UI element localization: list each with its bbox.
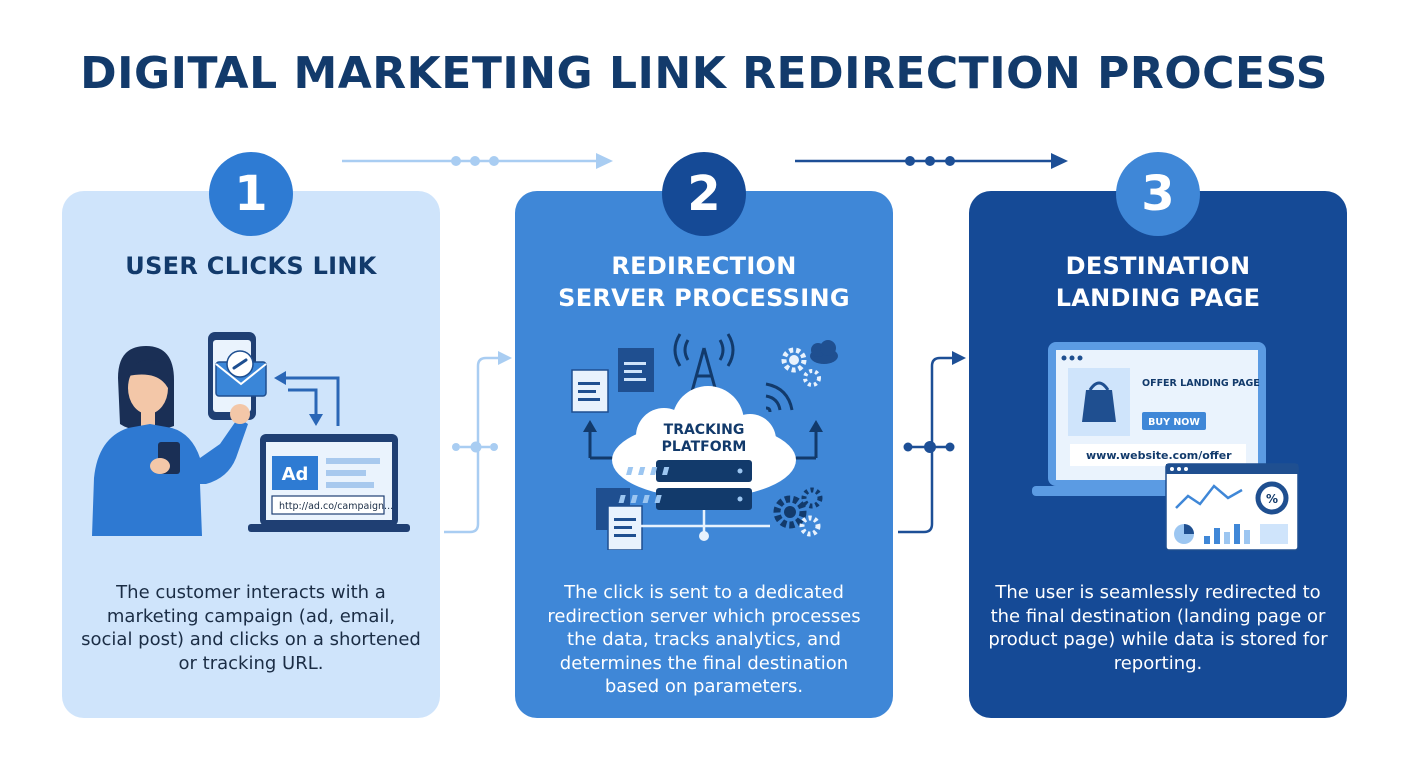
user-clicks-link-illustration: Ad http://ad.co/campaign...	[92, 332, 410, 536]
gear-icon	[781, 347, 821, 387]
document-icon	[596, 488, 643, 550]
redirection-server-illustration: TRACKING PLATFORM	[571, 333, 838, 550]
ad-label: Ad	[282, 464, 309, 485]
analytics-dashboard-icon: %	[1165, 463, 1299, 551]
page-title: DIGITAL MARKETING LINK REDIRECTION PROCE…	[80, 48, 1328, 99]
email-link-icon	[215, 350, 267, 397]
step-description-3: The user is seamlessly redirected to the…	[988, 582, 1328, 674]
side-arrow-1-to-2	[444, 351, 512, 534]
cloud-small-icon	[810, 340, 838, 364]
step-heading-line: LANDING PAGE	[1055, 284, 1261, 312]
step-heading-3: DESTINATION LANDING PAGE	[969, 250, 1347, 314]
buy-now-button: BUY NOW	[1148, 417, 1200, 428]
step-heading-line: SERVER PROCESSING	[558, 284, 850, 312]
top-arrow-2-to-3	[795, 153, 1068, 169]
document-icon	[571, 348, 654, 413]
landing-page-preview: OFFER LANDING PAGE BUY NOW www.website.c…	[1068, 368, 1260, 466]
cloud-label-line1: TRACKING	[664, 422, 745, 438]
step-number-2: 2	[662, 152, 746, 236]
step-heading-line: REDIRECTION	[611, 252, 797, 280]
step-heading-line: DESTINATION	[1065, 252, 1251, 280]
step-number-1: 1	[209, 152, 293, 236]
user-icon	[92, 346, 250, 536]
step-heading-line: USER CLICKS LINK	[125, 252, 377, 280]
step-description-1: The customer interacts with a marketing …	[81, 582, 421, 674]
step-heading-1: USER CLICKS LINK	[62, 250, 440, 282]
signal-icon	[765, 382, 794, 413]
landing-page-illustration: OFFER LANDING PAGE BUY NOW www.website.c…	[1032, 342, 1299, 551]
step-number-3: 3	[1116, 152, 1200, 236]
campaign-url: http://ad.co/campaign...	[279, 501, 393, 512]
cloud-label-line2: PLATFORM	[662, 439, 747, 455]
laptop-icon: Ad http://ad.co/campaign...	[248, 434, 410, 532]
percent-label: %	[1266, 492, 1278, 506]
server-icon	[618, 460, 770, 541]
gear-icon	[773, 487, 823, 537]
arrow-icon	[274, 371, 340, 426]
step-heading-2: REDIRECTION SERVER PROCESSING	[515, 250, 893, 314]
step-description-2: The click is sent to a dedicated redirec…	[547, 582, 861, 697]
side-arrow-2-to-3	[898, 351, 966, 534]
top-arrow-1-to-2	[342, 153, 613, 169]
destination-url: www.website.com/offer	[1086, 449, 1232, 462]
offer-page-title: OFFER LANDING PAGE	[1142, 378, 1260, 389]
